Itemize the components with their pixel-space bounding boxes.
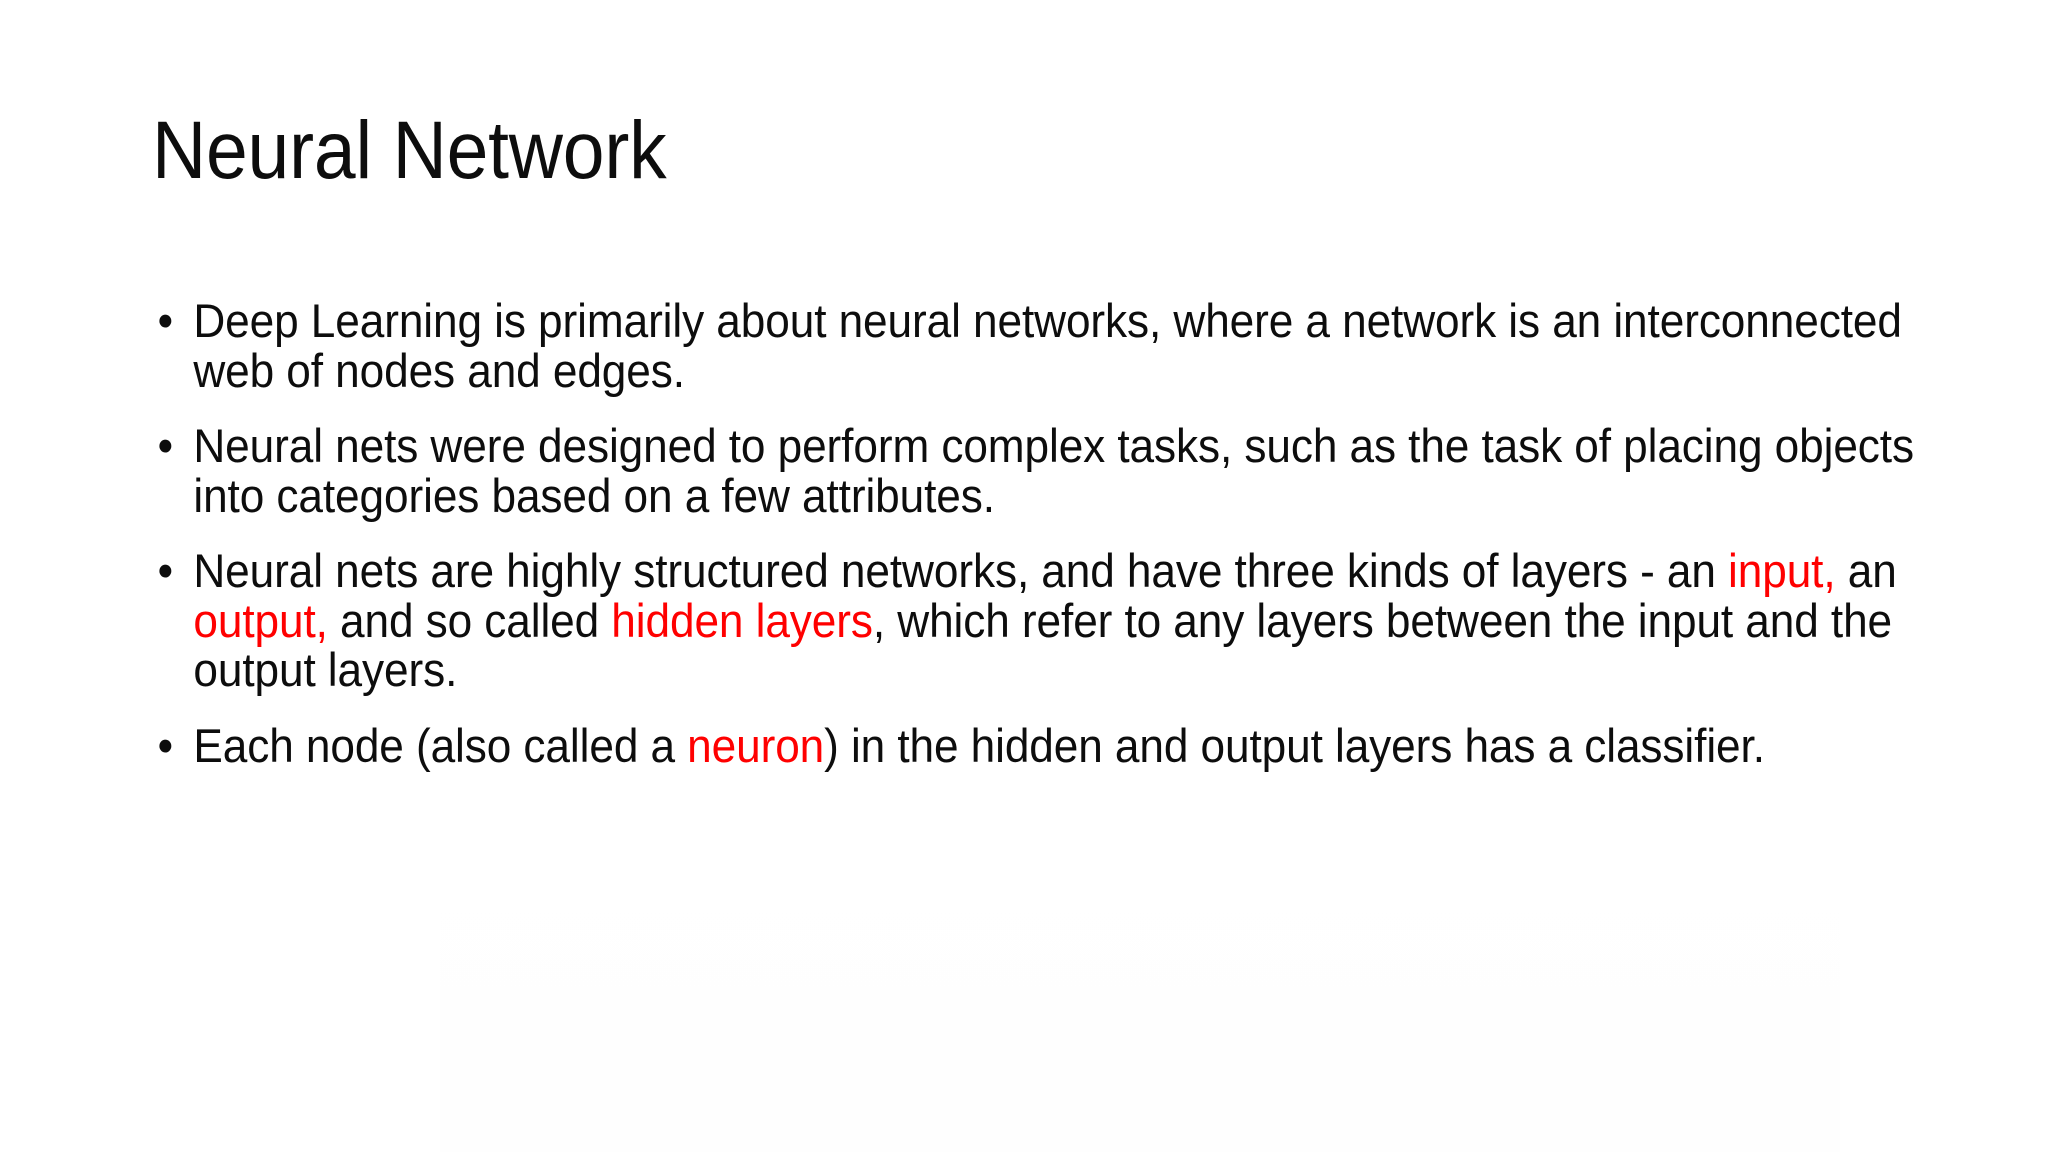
bullet-marker-icon: • xyxy=(157,719,174,773)
bullet-marker-icon: • xyxy=(157,544,174,598)
list-item[interactable]: • Neural nets were designed to perform c… xyxy=(152,421,1961,520)
body-text-run: and so called xyxy=(327,593,612,647)
highlighted-term: input, xyxy=(1728,544,1836,598)
highlighted-term: neuron xyxy=(687,719,825,773)
body-text-run: ) in the hidden and output layers has a … xyxy=(824,719,1765,773)
body-placeholder[interactable]: • Deep Learning is primarily about neura… xyxy=(152,296,1922,771)
highlighted-term: output, xyxy=(193,593,328,647)
bullet-text-3: Neural nets are highly structured networ… xyxy=(193,546,1960,695)
body-text-run: Each node (also called a xyxy=(193,719,688,773)
bullet-text-1: Deep Learning is primarily about neural … xyxy=(193,296,1960,395)
body-text-run: , which refer to any layers between the … xyxy=(193,593,1893,697)
body-text-run: Neural nets are highly structured networ… xyxy=(193,544,1729,598)
bullet-marker-icon: • xyxy=(157,419,174,473)
list-item[interactable]: • Each node (also called a neuron) in th… xyxy=(152,721,1961,771)
body-text-run: an xyxy=(1835,544,1897,598)
title-placeholder[interactable]: Neural Network xyxy=(152,105,1912,196)
body-text-run: Neural nets were designed to perform com… xyxy=(193,419,1914,522)
list-item[interactable]: • Deep Learning is primarily about neura… xyxy=(152,296,1961,395)
page-title: Neural Network xyxy=(152,105,667,196)
body-text-run: Deep Learning is primarily about neural … xyxy=(193,294,1902,397)
list-item[interactable]: • Neural nets are highly structured netw… xyxy=(152,546,1961,695)
bullet-text-2: Neural nets were designed to perform com… xyxy=(193,421,1960,520)
bullet-text-4: Each node (also called a neuron) in the … xyxy=(193,721,1960,771)
highlighted-term: hidden layers xyxy=(611,593,873,647)
bullet-marker-icon: • xyxy=(157,294,174,347)
